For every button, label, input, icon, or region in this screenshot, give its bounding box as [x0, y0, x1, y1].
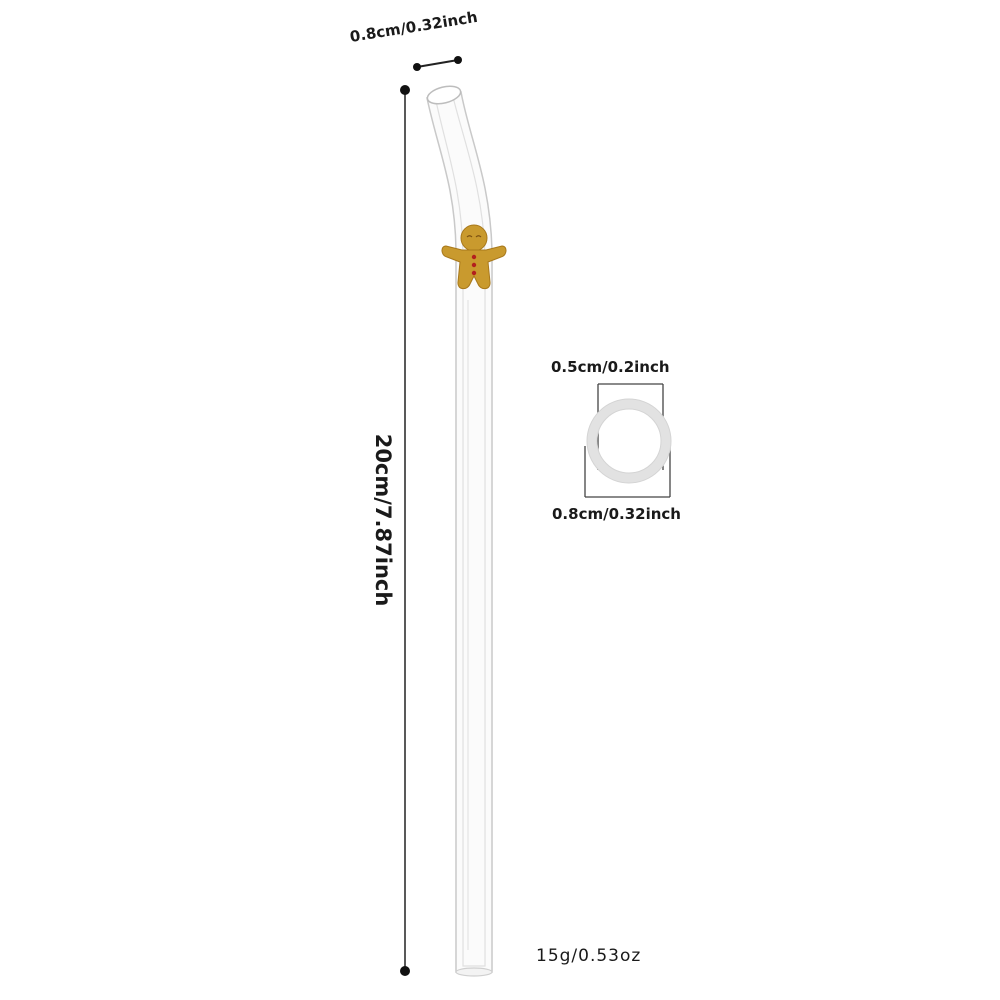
inner-diameter-label: 0.5cm/0.2inch [551, 358, 670, 376]
outer-diameter-label: 0.8cm/0.32inch [552, 505, 681, 523]
cross-section-diagram [584, 383, 672, 498]
weight-label: 15g/0.53oz [536, 946, 642, 966]
gingerbread-man-icon [441, 224, 507, 290]
length-measure-line [400, 85, 410, 976]
top-diameter-measure-line [413, 56, 462, 71]
length-label: 20cm/7.87inch [371, 433, 395, 607]
glass-straw [426, 85, 493, 977]
